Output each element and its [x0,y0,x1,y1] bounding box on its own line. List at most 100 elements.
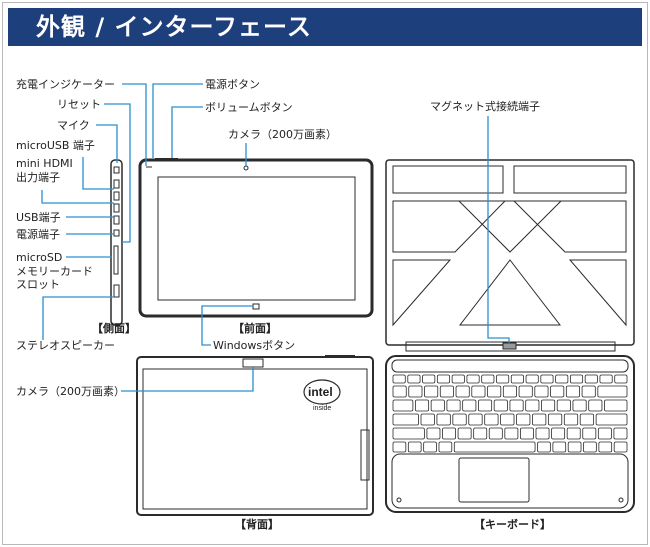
keyboard-key [565,385,580,398]
intel-logo-ring [303,379,341,405]
keyboard-key [392,427,425,440]
tablet-screen [157,176,356,301]
keyboard-key [496,374,510,384]
keyboard-key [510,374,524,384]
keyboard-key [614,374,628,384]
windows-button-icon [252,303,260,310]
keyboard-key [422,374,436,384]
label-windows-button: Windowsボタン [213,339,296,352]
label-magnetic-connector: マグネット式接続端子 [430,100,540,113]
keyboard-key [567,441,582,453]
keyboard-key [566,427,581,440]
keyboard-key [392,374,406,384]
keyboard-key [518,385,533,398]
keyboard-key [556,399,571,412]
keyboard-key [420,413,435,426]
intel-logo: intel [308,385,333,399]
keyboard-key [453,441,536,453]
keyboard-key [525,399,540,412]
label-rear-camera: カメラ（200万画素） [16,385,125,398]
keyboard-key [598,441,613,453]
keyboard-key [550,385,565,398]
keyboard-key [579,413,595,426]
keyboard-key [455,385,470,398]
keyboard-key [452,413,467,426]
keyboard-key [487,385,502,398]
label-mini-hdmi: mini HDMI [16,157,73,170]
keyboard-key [532,413,547,426]
keyboard-base [385,355,635,513]
keyboard-key [588,399,603,412]
keyboard-key [430,399,445,412]
tablet-side-view [110,159,123,326]
label-mini-hdmi-2: 出力端子 [16,171,60,184]
keyboard-key [414,399,430,412]
keyboard-key [407,441,422,453]
keyboard-key [439,385,454,398]
header-bar: 外観 / インターフェース [8,8,642,46]
keyboard-key [500,413,515,426]
keyboard-key [502,385,517,398]
label-mic: マイク [57,119,90,132]
label-power-button: 電源ボタン [205,78,260,91]
keyboard-key [423,441,437,453]
keyboard-key [392,441,407,453]
keyboard-key [457,427,472,440]
keyboard-key [597,385,628,398]
label-micro-usb: microUSB 端子 [16,139,95,152]
keyboard-keys [392,374,628,453]
keyboard-key [552,441,567,453]
rear-camera-icon [242,358,264,368]
side-ports [113,166,120,298]
keyboard-key [595,413,628,426]
keyboard-key [604,399,628,412]
keyboard-key [436,413,451,426]
keyboard-key [582,427,597,440]
label-microsd-3: スロット [16,278,60,291]
keyboard-key [426,427,441,440]
keyboard-key [599,374,613,384]
keyboard-key [468,413,483,426]
front-camera-icon [243,165,249,171]
keyboard-key [613,441,628,453]
keyboard-key [547,413,563,426]
label-microsd-2: メモリーカード [16,265,93,278]
keyboard-key [471,385,486,398]
keyboard-key [442,427,456,440]
caption-side: 【側面】 [92,322,136,335]
keyboard-key [493,399,508,412]
keyboard-key [392,385,407,398]
keyboard-key [488,427,503,440]
label-reset: リセット [57,98,101,111]
keyboard-key [555,374,569,384]
label-charge-indicator: 充電インジケーター [16,78,115,91]
keyboard-key [583,441,597,453]
keyboard-key [541,399,556,412]
keyboard-key [520,427,534,440]
keyboard-key [462,399,477,412]
label-usb: USB端子 [16,211,61,224]
keyboard-key [540,374,554,384]
keyboard-key [613,427,628,440]
keyboard-key [581,385,596,398]
keyboard-key [392,413,419,426]
keyboard-key [484,413,499,426]
keyboard-key [509,399,524,412]
keyboard-key [516,413,531,426]
caption-back: 【背面】 [235,518,279,531]
tablet-front [138,158,374,318]
keyboard-key [478,399,493,412]
keyboard-key [424,385,439,398]
keyboard-key [551,427,566,440]
magnetic-connector [502,342,517,350]
label-microsd: microSD [16,251,63,264]
keyboard-key [597,427,612,440]
label-power-port: 電源端子 [16,228,60,241]
keyboard-key [584,374,598,384]
keyboard-key [537,441,551,453]
keyboard-key [525,374,539,384]
keyboard-key [446,399,461,412]
caption-front: 【前面】 [233,322,277,335]
